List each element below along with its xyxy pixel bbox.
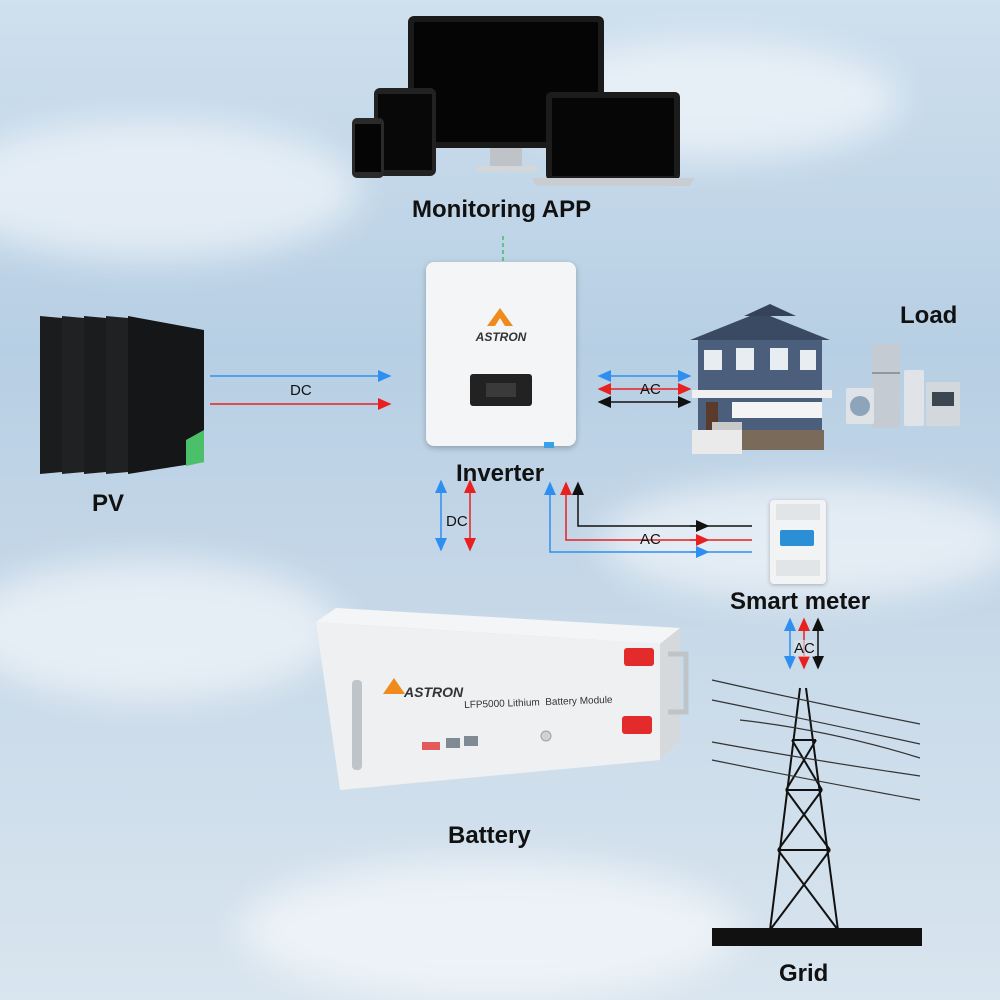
load-ac-label: AC bbox=[640, 381, 661, 398]
meter-ac-label: AC bbox=[640, 531, 661, 548]
cloud bbox=[520, 40, 900, 160]
cloud bbox=[240, 860, 740, 1000]
smart-meter-label: Smart meter bbox=[730, 588, 871, 615]
house-icon bbox=[690, 304, 832, 454]
load-label: Load bbox=[900, 302, 958, 329]
ground-strip bbox=[712, 928, 922, 946]
pv-label: PV bbox=[92, 490, 125, 517]
inverter-display bbox=[470, 374, 532, 406]
astron-logo-icon bbox=[485, 306, 515, 328]
battery-label: Battery bbox=[448, 822, 531, 849]
battery-model: LFP5000 Lithium Battery Module bbox=[464, 694, 613, 711]
cloud bbox=[0, 560, 340, 700]
phone-icon bbox=[352, 118, 384, 178]
cloud bbox=[0, 120, 360, 260]
tablet-icon bbox=[374, 88, 436, 176]
battery-brand: ASTRON bbox=[404, 684, 464, 700]
battery-dc-label: DC bbox=[446, 513, 468, 530]
inverter-label: Inverter bbox=[456, 460, 545, 487]
monitoring-app-label: Monitoring APP bbox=[412, 196, 592, 223]
smart-meter-unit bbox=[770, 500, 826, 584]
pv-dc-label: DC bbox=[290, 382, 312, 399]
inverter-connector bbox=[544, 442, 554, 448]
inverter-unit: ASTRON bbox=[426, 262, 576, 448]
battery-terminal-icon bbox=[622, 648, 654, 734]
grid-label: Grid bbox=[779, 960, 829, 987]
appliances-icon bbox=[846, 344, 960, 428]
meter-display bbox=[780, 530, 814, 546]
power-tower-icon bbox=[769, 687, 839, 931]
inverter-brand: ASTRON bbox=[475, 330, 527, 344]
grid-ac-label: AC bbox=[794, 640, 815, 657]
solar-panel-icon bbox=[40, 316, 204, 474]
power-lines bbox=[711, 679, 921, 801]
